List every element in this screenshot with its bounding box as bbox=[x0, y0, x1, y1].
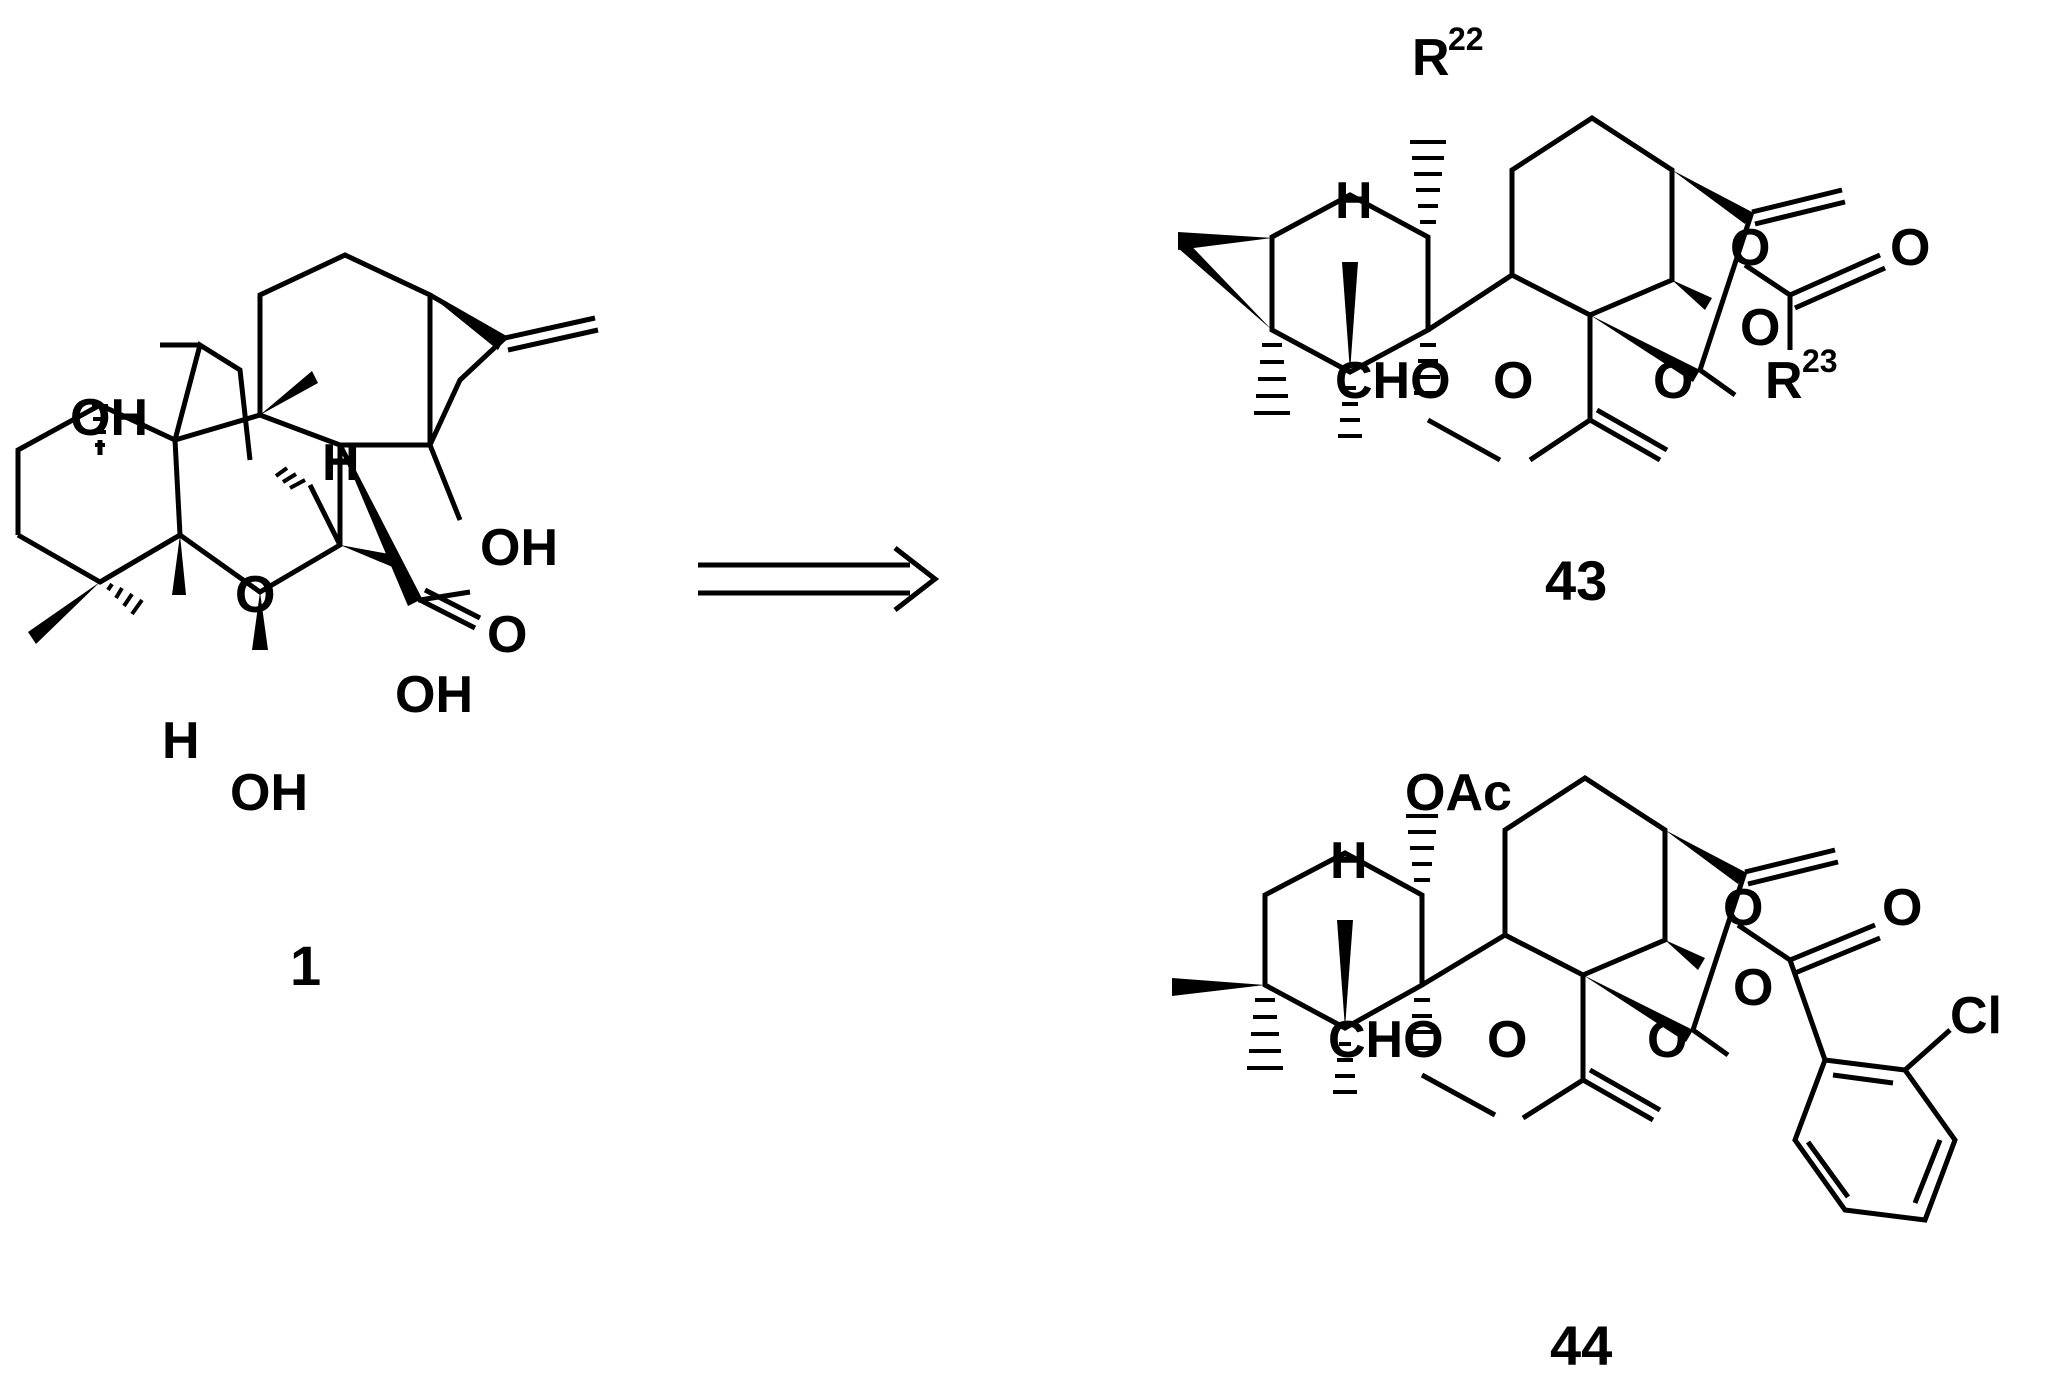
compound-43-o-ketone: O bbox=[1740, 299, 1780, 357]
compound-43-cho-hash bbox=[1338, 386, 1362, 438]
compound-44-o-ketone: O bbox=[1733, 959, 1773, 1017]
compound-43-methyl-wedge bbox=[1178, 232, 1272, 250]
compound-43-r22-letter: R bbox=[1412, 29, 1450, 87]
compound-43-o-ester-co: O bbox=[1890, 219, 1930, 277]
compound-44-o-lactone: O bbox=[1487, 1011, 1527, 1069]
compound-1-h-upper: H bbox=[322, 434, 360, 492]
compound-44-oac: OAc bbox=[1405, 764, 1512, 822]
compound-43-r22-hash bbox=[1410, 140, 1446, 224]
compound-44-c10-hash bbox=[1408, 998, 1436, 1050]
retrosynthetic-arrow bbox=[698, 546, 940, 612]
compound-44-structure bbox=[1172, 775, 1958, 1223]
compound-44-oac-hash bbox=[1406, 814, 1438, 882]
compound-44-cl: Cl bbox=[1950, 987, 2002, 1045]
compound-43-cho: CHO bbox=[1335, 352, 1451, 410]
compound-1-oh-top: OH bbox=[70, 389, 148, 447]
compound-43-h: H bbox=[1335, 172, 1373, 230]
compound-1-oh-bottom: OH bbox=[230, 764, 308, 822]
compound-43-o-ester: O bbox=[1730, 219, 1770, 277]
compound-44-number: 44 bbox=[1550, 1314, 1612, 1377]
compound-1-number: 1 bbox=[290, 934, 321, 997]
compound-43-structure bbox=[1178, 115, 1887, 463]
compound-1-oh-right: OH bbox=[480, 519, 558, 577]
compound-1-h-lower: H bbox=[162, 712, 200, 770]
compound-44-o-carbonyl: O bbox=[1647, 1011, 1687, 1069]
compound-43-c10-hash bbox=[1414, 343, 1442, 395]
compound-43-r22-sup: 22 bbox=[1448, 21, 1484, 57]
compound-43-r23-sup: 23 bbox=[1802, 343, 1838, 379]
compound-1-oh-lower-right: OH bbox=[395, 666, 473, 724]
compound-44-h: H bbox=[1330, 832, 1368, 890]
compound-43-o-carbonyl: O bbox=[1653, 352, 1693, 410]
compound-43-r23-letter: R bbox=[1765, 352, 1803, 410]
compound-44-cho-hash bbox=[1333, 1042, 1357, 1094]
compound-44-cho: CHO bbox=[1328, 1011, 1444, 1069]
compound-43-methyl-hash bbox=[1254, 343, 1290, 415]
compound-44-methyl-hash bbox=[1247, 998, 1283, 1070]
compound-43-r22: R 22 bbox=[1412, 21, 1484, 87]
compound-44-o-ester-co: O bbox=[1882, 879, 1922, 937]
compound-1-structure bbox=[15, 252, 599, 650]
compound-43-number: 43 bbox=[1545, 549, 1607, 612]
compound-1-o-ketone: O bbox=[487, 606, 527, 664]
compound-44-o-ester: O bbox=[1723, 879, 1763, 937]
compound-43-o-lactone: O bbox=[1493, 352, 1533, 410]
compound-43-r23: R 23 bbox=[1765, 343, 1838, 410]
compound-1-methyl-hash bbox=[106, 582, 144, 616]
compound-1-o-ring: O bbox=[235, 566, 275, 624]
